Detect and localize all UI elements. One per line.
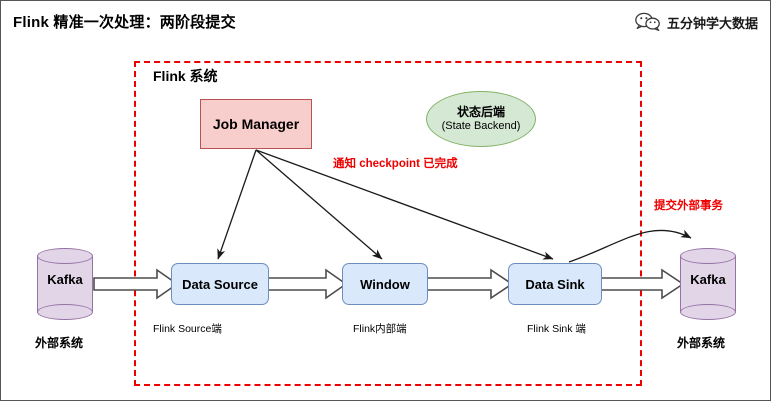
flink-system-boundary <box>134 61 642 386</box>
brand-text: 五分钟学大数据 <box>666 15 758 31</box>
caption-flink-source: Flink Source端 <box>153 323 222 335</box>
flink-system-label: Flink 系统 <box>153 68 218 84</box>
cylinder-bottom <box>680 304 736 320</box>
caption-flink-internal: Flink内部端 <box>353 323 407 335</box>
node-kafka-source[interactable]: Kafka <box>37 248 93 320</box>
job-manager-node[interactable]: Job Manager <box>200 99 312 149</box>
caption-external-system-right: 外部系统 <box>677 336 726 350</box>
node-kafka-source-label: Kafka <box>47 272 83 287</box>
annotation-notify-checkpoint-complete: 通知 checkpoint 已完成 <box>333 158 458 170</box>
cylinder-top <box>37 248 93 264</box>
node-kafka-sink[interactable]: Kafka <box>680 248 736 320</box>
node-data-source-label: Data Source <box>182 276 258 292</box>
caption-flink-sink: Flink Sink 端 <box>527 323 586 335</box>
cylinder-body <box>37 256 93 312</box>
state-backend-label-cn: 状态后端 <box>456 104 505 119</box>
state-backend-node[interactable]: 状态后端 (State Backend) <box>426 91 536 147</box>
job-manager-label: Job Manager <box>212 116 300 132</box>
wechat-icon <box>635 12 660 31</box>
state-backend-label-en: (State Backend) <box>441 119 521 132</box>
node-kafka-sink-label: Kafka <box>690 272 726 287</box>
node-window-label: Window <box>360 276 410 292</box>
annotation-commit-external-transaction: 提交外部事务 <box>654 200 723 212</box>
node-data-sink-label: Data Sink <box>525 276 585 292</box>
page-title: Flink 精准一次处理：两阶段提交 <box>13 14 236 31</box>
brand-watermark: 五分钟学大数据 <box>635 12 758 32</box>
node-window[interactable]: Window <box>342 263 428 305</box>
cylinder-top <box>680 248 736 264</box>
cylinder-body <box>680 256 736 312</box>
node-data-sink[interactable]: Data Sink <box>508 263 602 305</box>
caption-external-system-left: 外部系统 <box>35 336 84 350</box>
node-data-source[interactable]: Data Source <box>171 263 269 305</box>
cylinder-bottom <box>37 304 93 320</box>
